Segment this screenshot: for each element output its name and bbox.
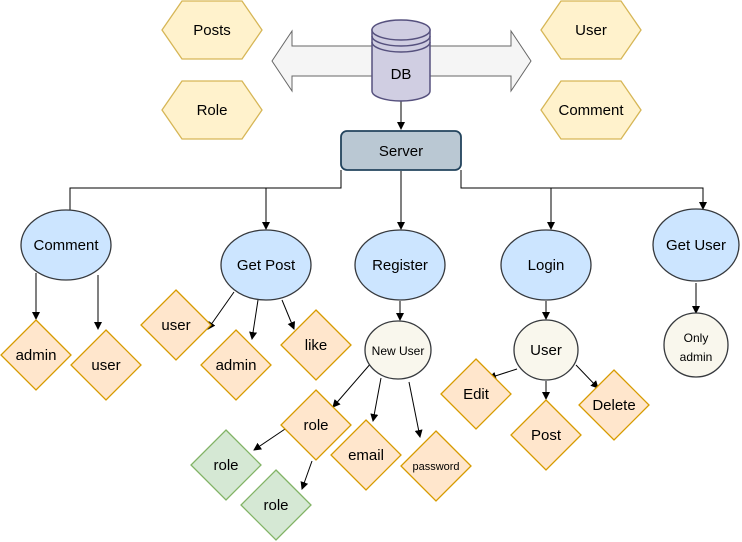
- node-only-admin[interactable]: Only admin: [663, 312, 729, 378]
- diamond-getpost-like[interactable]: like: [280, 309, 352, 381]
- diamond-getpost-like-label: like: [305, 337, 328, 354]
- edge-newuser-role: [332, 361, 373, 408]
- diamond-register-email-label: email: [348, 447, 384, 464]
- diamond-getpost-admin-label: admin: [216, 357, 257, 374]
- edges: [32, 101, 707, 490]
- edge-role-role2: [300, 460, 313, 490]
- hexagon-user[interactable]: User: [540, 0, 642, 60]
- edge-newuser-password: [408, 381, 423, 438]
- node-new-user-label: New User: [372, 344, 425, 358]
- edge-server-getpost: [262, 170, 342, 230]
- diamond-login-post-label: Post: [531, 427, 562, 444]
- endpoint-login[interactable]: Login: [500, 229, 592, 301]
- diamond-login-delete[interactable]: Delete: [578, 369, 650, 441]
- diamond-register-role-label: role: [303, 417, 328, 434]
- server-box[interactable]: Server: [340, 130, 462, 171]
- edge-server-comment: [66, 170, 342, 222]
- endpoint-comment[interactable]: Comment: [20, 209, 112, 281]
- endpoint-comment-label: Comment: [33, 237, 99, 254]
- endpoint-register[interactable]: Register: [354, 229, 446, 301]
- endpoint-get-user-label: Get User: [666, 237, 726, 254]
- hexagon-comment[interactable]: Comment: [540, 80, 642, 140]
- endpoint-login-label: Login: [528, 257, 565, 274]
- hexagon-posts-label: Posts: [193, 22, 231, 39]
- hexagon-role-label: Role: [197, 102, 228, 119]
- diamond-login-delete-label: Delete: [592, 397, 635, 414]
- diamond-getpost-user-label: user: [161, 317, 190, 334]
- diamond-register-password[interactable]: password: [400, 430, 472, 502]
- diamond-register-role[interactable]: role: [280, 389, 352, 461]
- diamond-register-email[interactable]: email: [330, 419, 402, 491]
- diamond-comment-admin[interactable]: admin: [0, 319, 72, 391]
- diamond-getpost-admin[interactable]: admin: [200, 329, 272, 401]
- edge-getpost-user: [207, 291, 235, 330]
- diamond-getpost-user[interactable]: user: [140, 289, 212, 361]
- endpoint-get-post[interactable]: Get Post: [220, 229, 312, 301]
- node-login-user[interactable]: User: [513, 319, 579, 381]
- edge-server-getuser: [460, 170, 707, 210]
- endpoint-get-post-label: Get Post: [237, 257, 296, 274]
- db-ring-1: [371, 35, 431, 47]
- diamond-login-edit[interactable]: Edit: [440, 358, 512, 430]
- db-top: [371, 19, 431, 41]
- diamond-role-option-1-label: role: [213, 457, 238, 474]
- node-login-user-label: User: [530, 342, 562, 359]
- diamond-comment-admin-label: admin: [16, 347, 57, 364]
- diamond-login-edit-label: Edit: [463, 386, 490, 403]
- db-body: [371, 29, 431, 102]
- endpoint-register-label: Register: [372, 257, 428, 274]
- hexagon-comment-label: Comment: [558, 102, 624, 119]
- edge-server-login: [460, 170, 555, 230]
- db-ring-2: [371, 41, 431, 53]
- edge-newuser-email: [370, 377, 382, 422]
- hexagon-role[interactable]: Role: [161, 80, 263, 140]
- hexagon-posts[interactable]: Posts: [161, 0, 263, 60]
- diamond-register-password-label: password: [412, 461, 459, 473]
- hexagon-user-label: User: [575, 22, 607, 39]
- database-cylinder[interactable]: DB: [371, 19, 431, 102]
- diamond-role-option-2-label: role: [263, 497, 288, 514]
- edge-getpost-like: [281, 299, 296, 330]
- node-only-admin-line2: admin: [680, 350, 713, 364]
- endpoint-get-user[interactable]: Get User: [652, 208, 740, 282]
- diamond-comment-user-label: user: [91, 357, 120, 374]
- server-label: Server: [379, 143, 423, 160]
- diamond-role-option-1[interactable]: role: [190, 429, 262, 501]
- db-label: DB: [391, 66, 412, 83]
- diamond-login-post[interactable]: Post: [510, 399, 582, 471]
- node-only-admin-line1: Only: [684, 331, 709, 345]
- edge-user-delete: [575, 364, 599, 389]
- node-new-user[interactable]: New User: [364, 320, 432, 380]
- diamond-role-option-2[interactable]: role: [240, 469, 312, 541]
- edge-getpost-admin: [249, 299, 259, 340]
- diamond-comment-user[interactable]: user: [70, 329, 142, 401]
